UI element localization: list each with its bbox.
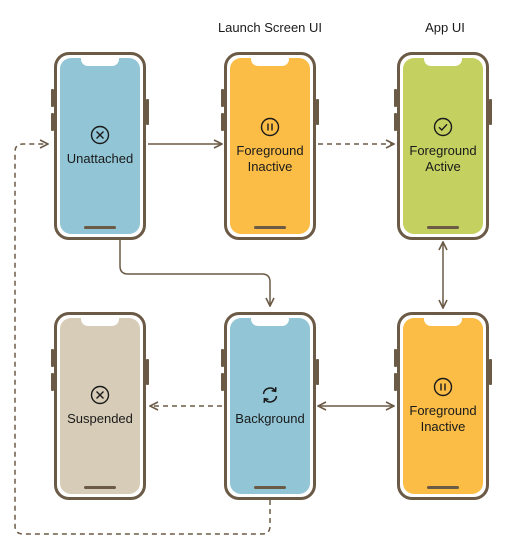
state-label: Background	[235, 411, 305, 426]
screen-suspended: Suspended	[60, 318, 140, 494]
phone-foreground-inactive-launch: Foreground Inactive	[221, 52, 319, 240]
state-label-line1: Foreground	[409, 403, 477, 418]
screen-foreground-active: Foreground Active	[403, 58, 483, 234]
check-circle-icon	[433, 117, 453, 137]
state-label-line1: Foreground	[409, 143, 477, 158]
state-label-line2: Active	[425, 159, 461, 174]
phone-background: Background	[221, 312, 319, 500]
state-label-line2: Inactive	[420, 419, 466, 434]
screen-foreground-inactive-app: Foreground Inactive	[403, 318, 483, 494]
phone-foreground-active: Foreground Active	[394, 52, 492, 240]
state-label: Unattached	[66, 151, 134, 166]
column-title-app-ui: App UI	[425, 20, 465, 35]
phone-suspended: Suspended	[51, 312, 149, 500]
arrow-background-to-unattached	[14, 144, 271, 535]
pause-circle-icon	[260, 117, 280, 137]
x-circle-icon	[90, 385, 110, 405]
pause-circle-icon	[433, 377, 453, 397]
screen-unattached: Unattached	[60, 58, 140, 234]
phone-unattached: Unattached	[51, 52, 149, 240]
state-label-line2: Inactive	[247, 159, 293, 174]
screen-foreground-inactive-launch: Foreground Inactive	[230, 58, 310, 234]
screen-background: Background	[230, 318, 310, 494]
arrow-unattached-to-background	[119, 240, 270, 306]
phone-foreground-inactive-app: Foreground Inactive	[394, 312, 492, 500]
refresh-icon	[262, 387, 278, 403]
state-label-line1: Foreground	[236, 143, 304, 158]
state-label: Suspended	[67, 411, 133, 426]
x-circle-icon	[90, 125, 110, 145]
column-title-launch-screen: Launch Screen UI	[217, 20, 323, 35]
